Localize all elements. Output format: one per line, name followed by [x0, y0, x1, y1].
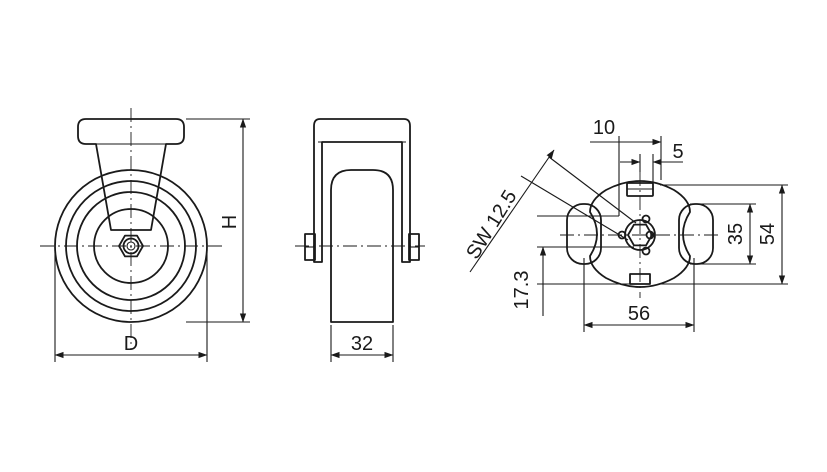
plate-view: 10 5 35 54 56 17.3 SW 12.5	[462, 117, 788, 332]
wheel-tread-circle	[65, 180, 197, 312]
side-view: 32	[295, 118, 425, 362]
dim17-label: 17.3	[511, 271, 533, 310]
fork-housing	[313, 118, 411, 263]
axle-washer-circle	[122, 237, 140, 255]
axle-nut-hex	[118, 234, 144, 258]
dim54-label: 54	[757, 223, 779, 245]
wheel-right-lobe	[678, 203, 714, 265]
sw-extension-lower	[520, 175, 629, 241]
fork-bracket	[77, 118, 185, 231]
wheel-left-lobe	[566, 203, 602, 265]
sw-leader-line	[469, 149, 555, 273]
h-dimension-label: H	[219, 215, 241, 229]
bottom-bolt-nut	[629, 273, 651, 285]
plate-outline	[589, 180, 691, 288]
center-boss-circle	[624, 219, 656, 251]
sw-extension-upper	[548, 156, 637, 224]
sw-label: SW 12.5	[462, 186, 521, 263]
dim56-label: 56	[628, 303, 650, 325]
dim10-label: 10	[593, 117, 615, 139]
d-dimension-label: D	[124, 333, 138, 355]
bolt-hole-top	[641, 214, 651, 224]
dim35-label: 35	[725, 223, 747, 245]
wheel-hub-circle	[93, 208, 169, 284]
wheel-rim-circle	[76, 191, 186, 301]
center-hex-socket	[627, 223, 653, 247]
width-dimension-label: 32	[351, 333, 373, 355]
bolt-hole-bottom	[641, 246, 651, 256]
front-view: D H	[40, 108, 250, 362]
wheel-outer-circle	[54, 169, 208, 323]
axle-circle	[126, 241, 136, 251]
dim5-label: 5	[672, 141, 683, 163]
wheel-side-profile	[330, 169, 394, 323]
